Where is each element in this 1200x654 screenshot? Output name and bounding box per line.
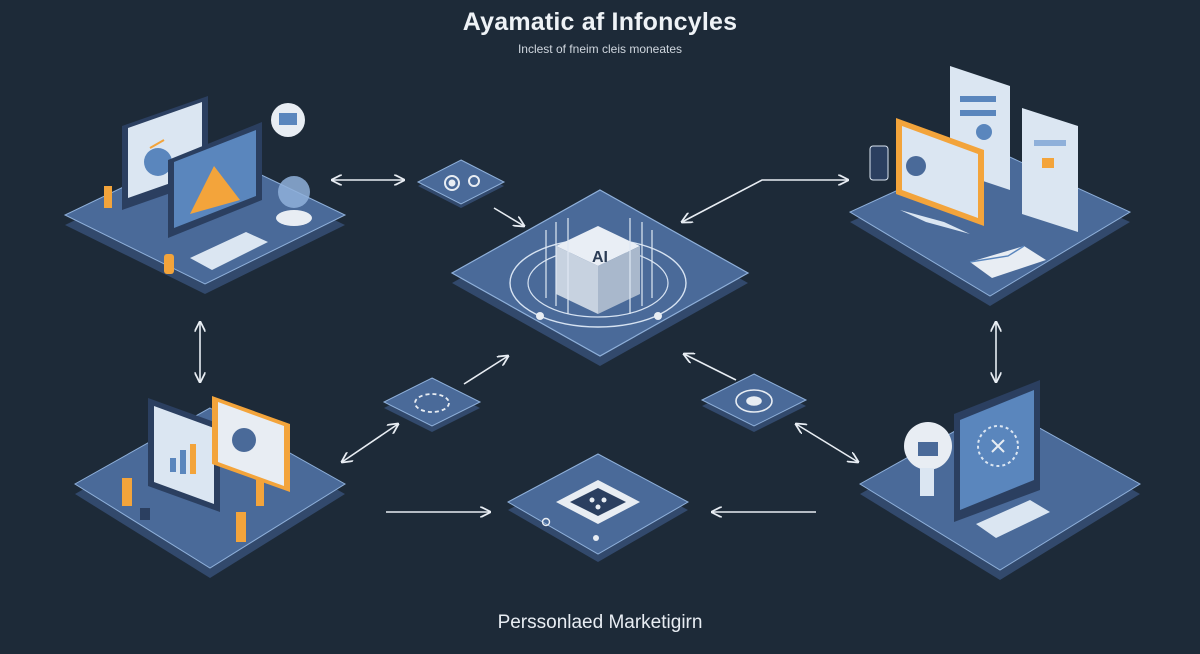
person-figure-icon bbox=[122, 478, 132, 506]
dashed-circle-icon bbox=[414, 393, 450, 413]
arrow-hub-right bbox=[682, 180, 848, 222]
arrow-target-bottomright bbox=[796, 424, 858, 462]
chip-icon bbox=[541, 480, 640, 541]
connector-arrows bbox=[200, 180, 996, 512]
gear-node bbox=[416, 159, 506, 208]
speaker-icon bbox=[140, 508, 150, 520]
gear-icon bbox=[444, 175, 480, 191]
landscape-screen-icon bbox=[168, 122, 262, 238]
keyboard-icon bbox=[900, 210, 970, 234]
coin-stack-icon bbox=[164, 254, 174, 274]
person-figure-icon bbox=[236, 512, 246, 542]
chat-bubble-icon bbox=[271, 103, 305, 137]
platform-top-right bbox=[848, 66, 1132, 306]
presentation-board-icon bbox=[212, 396, 290, 492]
envelope-icon bbox=[969, 245, 1046, 278]
platform-top-left bbox=[63, 96, 347, 294]
computer-screen-icon bbox=[954, 380, 1040, 522]
target-node bbox=[700, 373, 808, 432]
laptop-icon bbox=[896, 118, 984, 226]
tablet-icon bbox=[869, 145, 889, 181]
arrow-node-hub bbox=[463, 356, 508, 385]
dashed-circle-node bbox=[382, 377, 482, 432]
ai-hub-label: AI bbox=[592, 249, 608, 266]
arrow-bottomleft-node bbox=[342, 424, 398, 462]
diagram-caption: Perssonlaed Marketigirn bbox=[497, 612, 703, 633]
platform-bottom-right bbox=[859, 380, 1141, 580]
phone-icon bbox=[1022, 108, 1078, 232]
keyboard-icon bbox=[976, 500, 1050, 538]
arrow-gear-hub bbox=[493, 207, 524, 226]
diagram-subtitle: Inclest of fneim cleis moneates bbox=[517, 42, 683, 56]
diagram-title: Ayamatic af Infoncyles bbox=[462, 8, 738, 36]
lightbulb-icon bbox=[276, 176, 312, 226]
ai-hub-platform: AI bbox=[450, 189, 750, 366]
keyboard-icon bbox=[190, 232, 268, 270]
chat-lock-icon bbox=[904, 422, 952, 496]
person-figure-icon bbox=[256, 480, 264, 506]
person-figure-icon bbox=[104, 186, 112, 208]
chip-node bbox=[506, 453, 690, 562]
target-icon bbox=[735, 389, 773, 413]
ai-cube-icon bbox=[545, 218, 653, 314]
bar-chart-monitor-icon bbox=[148, 398, 220, 512]
arrow-target-hub bbox=[684, 354, 737, 381]
platform-bottom-left bbox=[74, 396, 346, 578]
